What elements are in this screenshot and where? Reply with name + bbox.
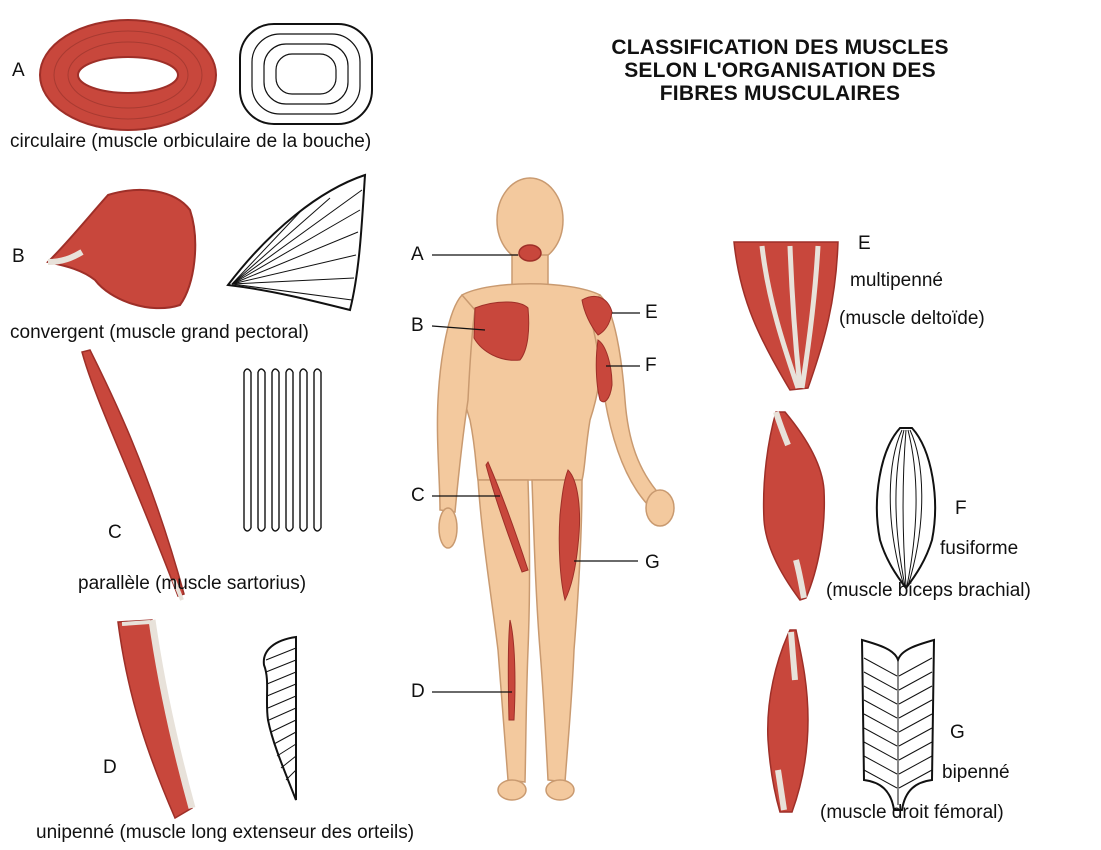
panel-g-letter: G [950,722,965,744]
panel-g-type: bipenné [942,762,1010,784]
panel-g-caption: (muscle droit fémoral) [820,802,1004,824]
